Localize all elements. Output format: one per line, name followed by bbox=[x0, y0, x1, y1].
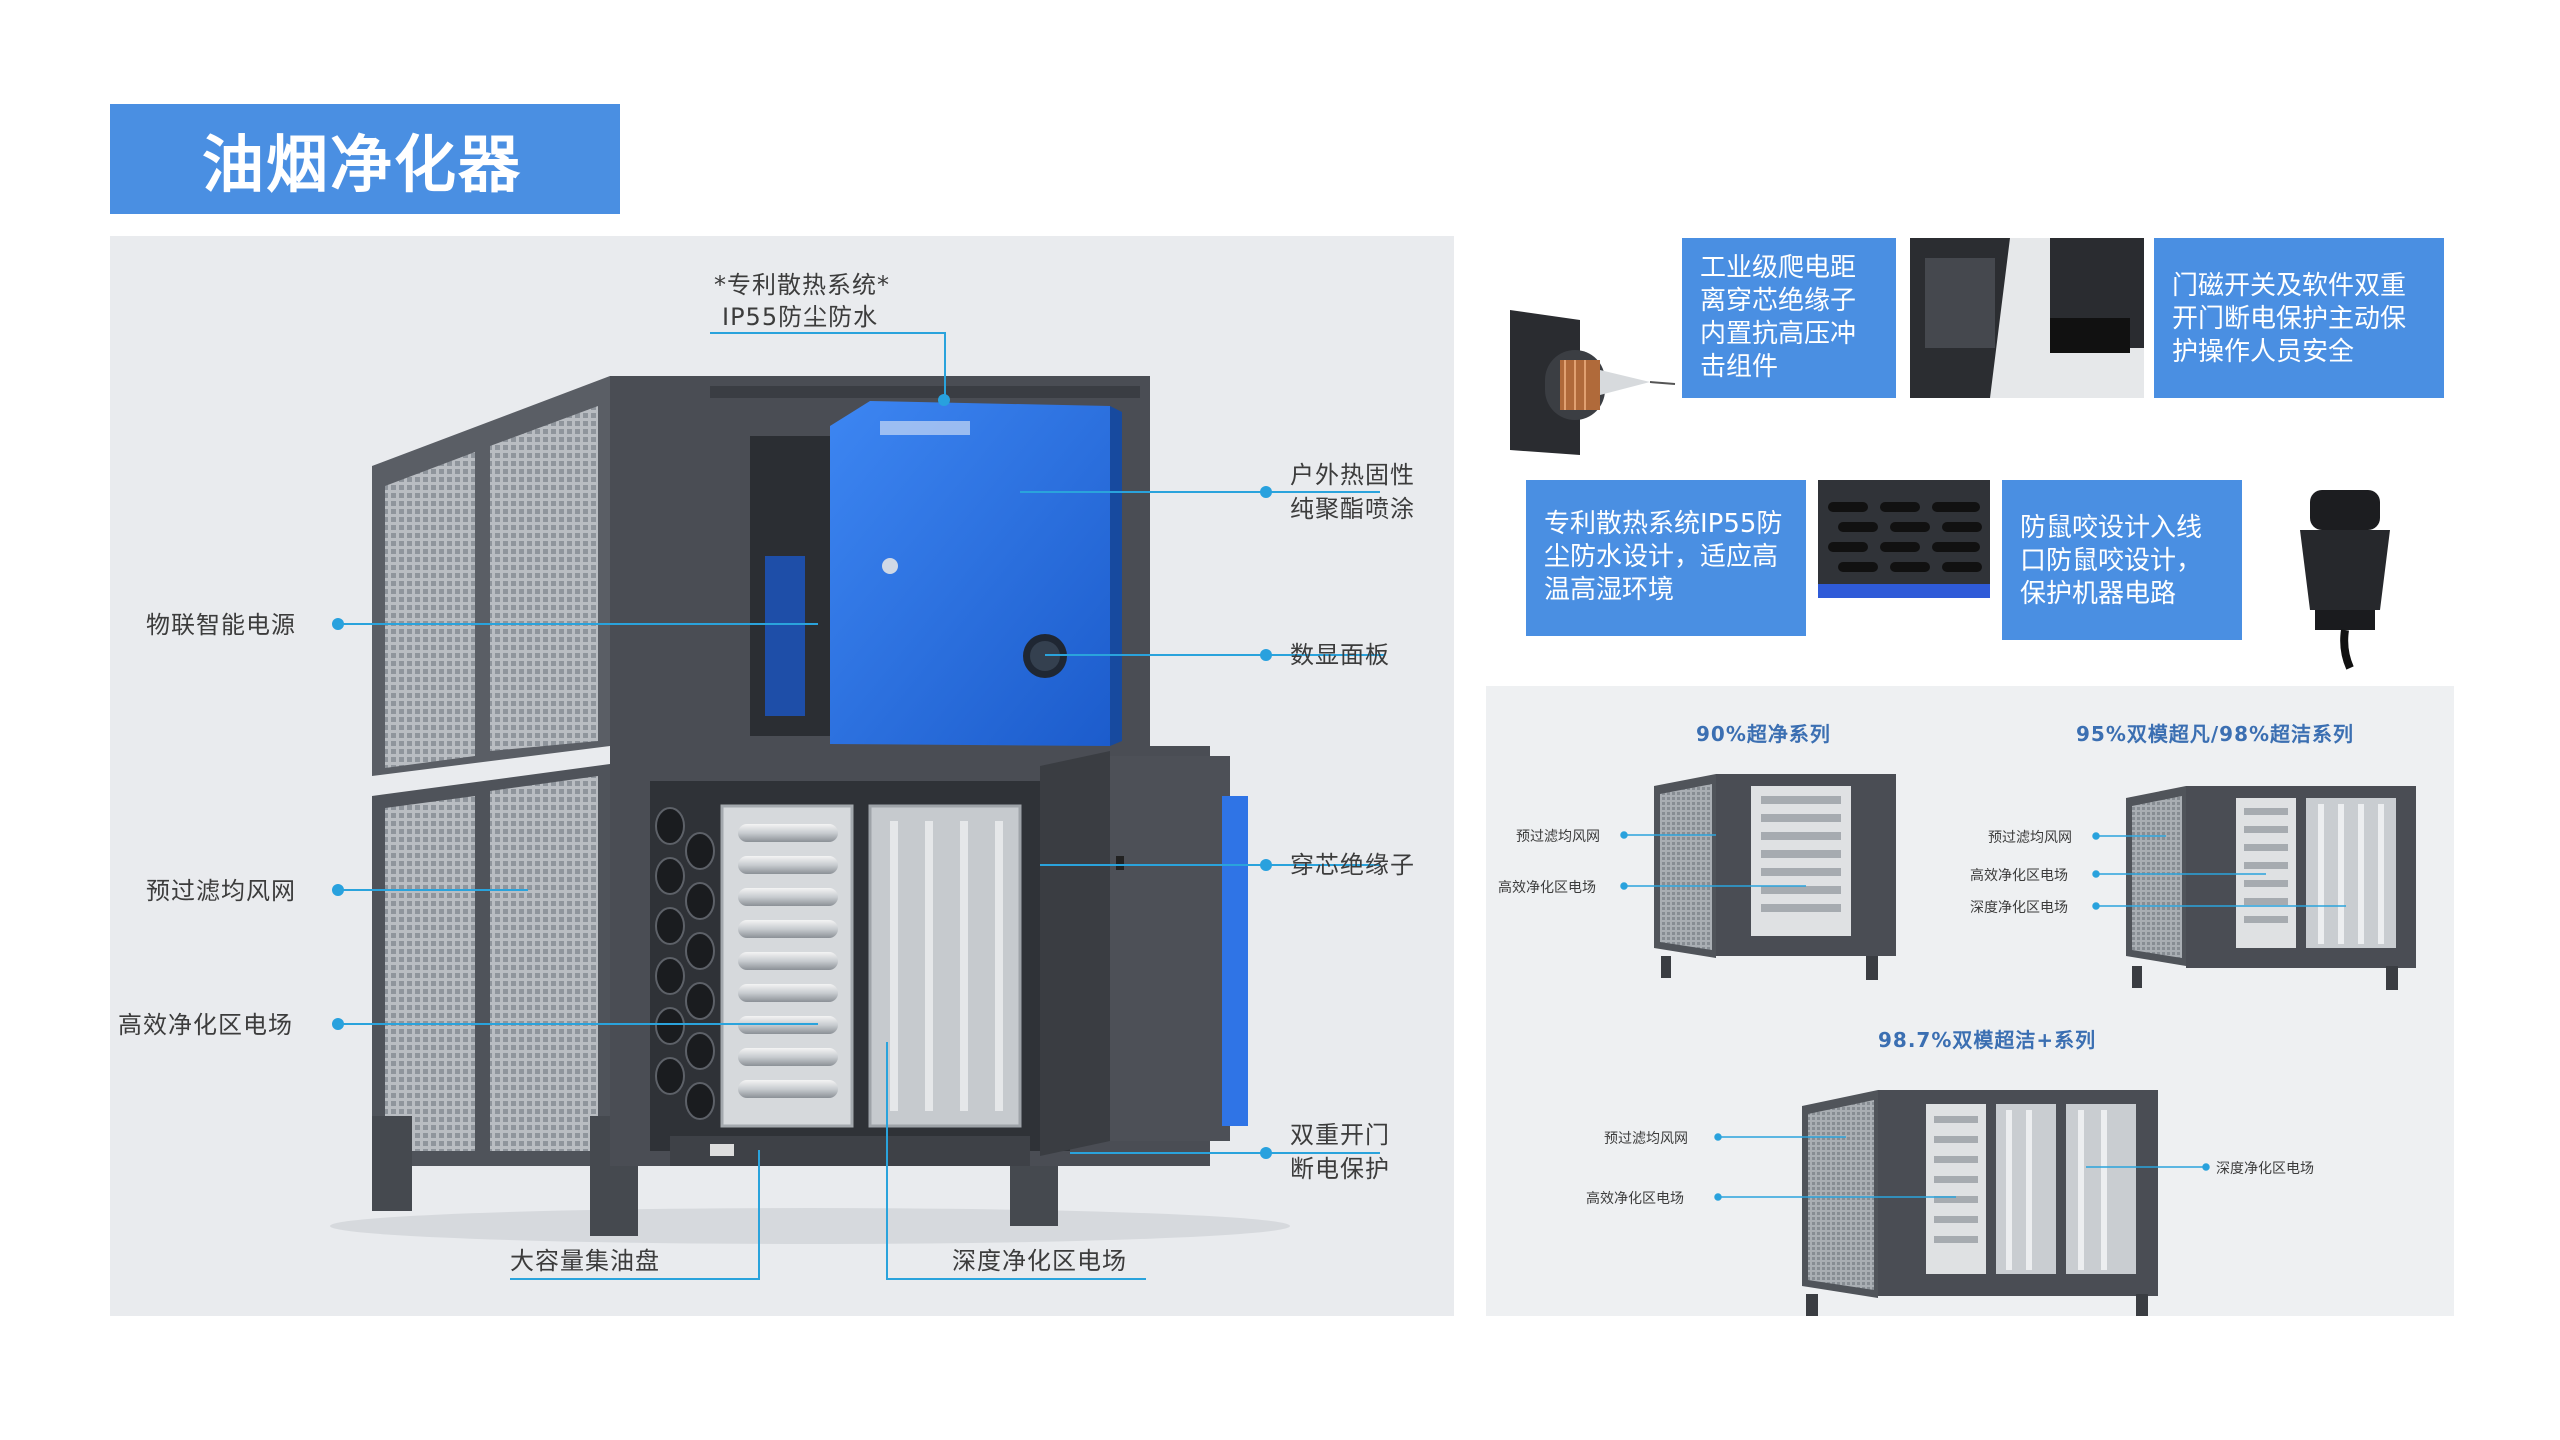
feature-cooling: 专利散热系统IP55防尘防水设计，适应高温高湿环境 bbox=[1526, 480, 1806, 636]
insulator-photo bbox=[1510, 310, 1676, 455]
label-outdoor-line1: 户外热固性 bbox=[1290, 461, 1415, 489]
door-switch-photo bbox=[1910, 238, 2144, 398]
label-cooling-line2: IP55防尘防水 bbox=[722, 303, 879, 331]
series-95-title: 95%双模超凡/98%超洁系列 bbox=[2076, 722, 2355, 746]
label-outdoor-line2: 纯聚酯喷涂 bbox=[1290, 495, 1415, 523]
series-95-deep: 深度净化区电场 bbox=[1970, 900, 2068, 916]
series-95-prefilter: 预过滤均风网 bbox=[1988, 830, 2072, 846]
label-efficient-field: 高效净化区电场 bbox=[118, 1011, 293, 1039]
feature-rodent: 防鼠咬设计入线口防鼠咬设计，保护机器电路 bbox=[2002, 480, 2242, 640]
feature-door-switch-text: 门磁开关及软件双重开门断电保护主动保护操作人员安全 bbox=[2172, 271, 2407, 367]
series-illustrations bbox=[1620, 774, 2416, 1316]
series-987-efficient: 高效净化区电场 bbox=[1586, 1191, 1684, 1207]
purifier-illustration bbox=[330, 376, 1290, 1244]
label-display-panel: 数显面板 bbox=[1290, 641, 1390, 669]
series-95-efficient: 高效净化区电场 bbox=[1970, 868, 2068, 884]
label-oil-tray: 大容量集油盘 bbox=[510, 1247, 660, 1275]
series-90-prefilter: 预过滤均风网 bbox=[1516, 829, 1600, 845]
feature-creepage: 工业级爬电距离穿芯绝缘子内置抗高压冲击组件 bbox=[1682, 238, 1896, 398]
label-insulator: 穿芯绝缘子 bbox=[1290, 851, 1415, 879]
feature-door-switch: 门磁开关及软件双重开门断电保护主动保护操作人员安全 bbox=[2154, 238, 2444, 398]
series-987-title: 98.7%双模超洁+系列 bbox=[1878, 1028, 2097, 1052]
series-90-title: 90%超净系列 bbox=[1696, 722, 1831, 746]
label-cooling-line1: *专利散热系统* bbox=[714, 271, 890, 299]
cooling-vent-photo bbox=[1818, 480, 1990, 598]
label-iot-power: 物联智能电源 bbox=[146, 611, 296, 639]
series-panel: 90%超净系列 预过滤均风网 高效净化区电场 95%双模超凡/98%超洁系列 预… bbox=[1486, 686, 2454, 1316]
feature-creepage-text: 工业级爬电距离穿芯绝缘子内置抗高压冲击组件 bbox=[1700, 253, 1857, 382]
main-product-panel: *专利散热系统* IP55防尘防水 户外热固性 纯聚酯喷涂 物联智能电源 数显面… bbox=[110, 236, 1454, 1316]
label-door-line2: 断电保护 bbox=[1290, 1155, 1390, 1183]
series-987-prefilter: 预过滤均风网 bbox=[1604, 1131, 1688, 1147]
feature-rodent-text: 防鼠咬设计入线口防鼠咬设计，保护机器电路 bbox=[2020, 513, 2203, 609]
label-door-line1: 双重开门 bbox=[1290, 1121, 1390, 1149]
label-deep-field: 深度净化区电场 bbox=[952, 1247, 1127, 1275]
label-prefilter: 预过滤均风网 bbox=[146, 877, 296, 905]
feature-cooling-text: 专利散热系统IP55防尘防水设计，适应高温高湿环境 bbox=[1544, 509, 1783, 605]
series-987-deep: 深度净化区电场 bbox=[2216, 1161, 2314, 1177]
page-title: 油烟净化器 bbox=[202, 128, 523, 201]
series-90-efficient: 高效净化区电场 bbox=[1498, 880, 1596, 896]
title-banner: 油烟净化器 bbox=[110, 104, 620, 214]
cable-gland-photo bbox=[2300, 490, 2390, 670]
